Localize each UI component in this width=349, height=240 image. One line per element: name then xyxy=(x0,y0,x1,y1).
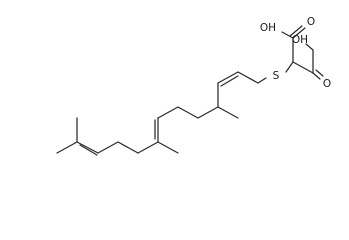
bond xyxy=(312,72,321,80)
bond xyxy=(220,75,239,87)
bond xyxy=(56,141,78,154)
bond xyxy=(257,77,267,84)
bond xyxy=(157,141,179,154)
bond xyxy=(315,69,324,77)
hydroxyl-right-label: OH xyxy=(292,34,308,46)
bond xyxy=(157,106,179,119)
bond xyxy=(137,141,159,154)
bond xyxy=(79,144,98,156)
sulfur-label: S xyxy=(273,70,280,82)
bond xyxy=(217,106,239,119)
atom-labels: S OH O OH O xyxy=(260,16,331,90)
bond xyxy=(97,141,119,154)
bond xyxy=(305,43,314,51)
carbonyl-top-label: O xyxy=(307,16,315,28)
molecule-canvas: S OH O OH O xyxy=(56,16,332,156)
bond xyxy=(76,141,99,154)
bond xyxy=(197,106,219,119)
carbonyl-right-label: O xyxy=(323,78,331,90)
bond xyxy=(117,141,139,154)
bond xyxy=(217,71,239,84)
bond xyxy=(237,71,259,84)
bond xyxy=(292,27,306,39)
bond xyxy=(289,25,303,37)
molecule-drawing: S OH O OH O xyxy=(56,16,331,156)
bond xyxy=(281,31,294,39)
bond xyxy=(177,106,199,119)
bond xyxy=(292,61,314,74)
bond xyxy=(285,61,294,73)
hydroxyl-top-label: OH xyxy=(260,22,276,34)
carbon-skeleton xyxy=(56,25,324,156)
